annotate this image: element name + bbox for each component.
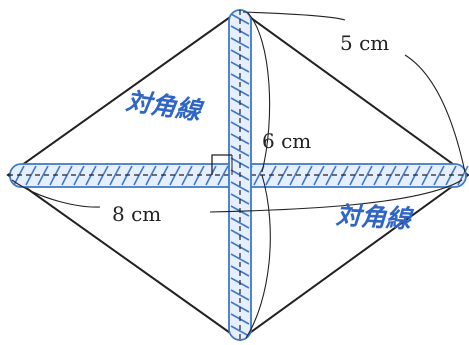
rope-twist-stroke: [433, 165, 445, 186]
rope-twist-stroke: [230, 181, 250, 193]
rope-twist-stroke: [217, 165, 229, 186]
rope-twist-stroke: [289, 165, 301, 186]
rope-twist-stroke: [73, 165, 85, 186]
side-length-label: 5 cm: [340, 31, 389, 55]
rope-twist-stroke: [313, 165, 325, 186]
rope-twist-stroke: [397, 165, 409, 186]
rope-twist-stroke: [385, 165, 397, 186]
rope-twist-stroke: [361, 165, 373, 186]
rope-twist-stroke: [325, 165, 337, 186]
rope-twist-stroke: [277, 165, 289, 186]
rope-twist-stroke: [25, 165, 37, 186]
height-brace-lower: [245, 174, 271, 339]
rope-twist-stroke: [133, 165, 145, 186]
rope-twist-stroke: [230, 145, 250, 157]
rope-twist-stroke: [181, 165, 193, 186]
right-angle-marker: [211, 154, 232, 175]
side-leader-line: [242, 11, 346, 21]
rope-twist-stroke: [230, 253, 250, 265]
rope-twist-stroke: [37, 165, 49, 186]
rope-twist-stroke: [109, 165, 121, 186]
width-diagonal-label: 8 cm: [112, 202, 161, 226]
rope-twist-stroke: [169, 165, 181, 186]
height-diagonal-label: 6 cm: [262, 129, 311, 153]
rope-twist-stroke: [421, 165, 433, 186]
rope-twist-stroke: [230, 289, 250, 301]
rope-twist-stroke: [230, 109, 250, 121]
rope-twist-stroke: [349, 165, 361, 186]
rope-twist-stroke: [205, 165, 217, 186]
height-brace: [247, 12, 271, 173]
diagonal-annotation-top: 対角線: [124, 86, 205, 126]
vertical-diagonal: [228, 9, 252, 341]
rope-twist-stroke: [230, 37, 250, 49]
rope-twist-stroke: [97, 165, 109, 186]
rope-twist-stroke: [230, 217, 250, 229]
width-brace-left: [11, 179, 101, 208]
rope-twist-stroke: [457, 165, 469, 186]
diagonal-annotation-bottom: 対角線: [335, 201, 414, 234]
side-leader-line-lower: [404, 54, 466, 173]
rope-twist-stroke: [145, 165, 157, 186]
rope-twist-stroke: [230, 73, 250, 85]
width-brace-right: [209, 179, 463, 213]
